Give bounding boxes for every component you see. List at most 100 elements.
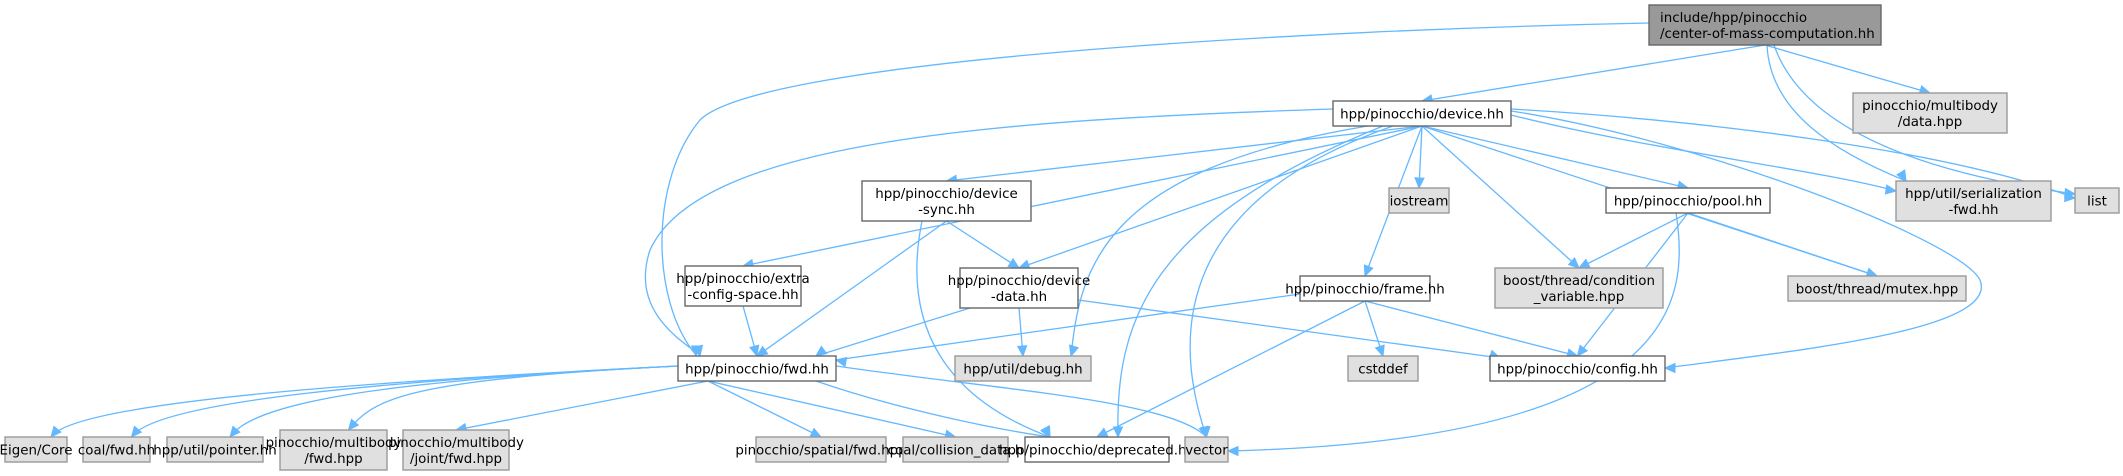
edge-fwd-to-deprecated — [815, 380, 1051, 439]
edge-device-to-pool — [1421, 125, 1690, 191]
edge-line — [742, 125, 1423, 267]
node-mutex: boost/thread/mutex.hpp — [1787, 275, 1967, 302]
node-box — [1489, 355, 1666, 382]
node-label: hpp/pinocchio/pool.hh — [1614, 195, 1762, 210]
edge-root-to-serialization_fwd — [1766, 44, 1907, 183]
node-box — [1024, 436, 1170, 463]
node-label: /fwd.hpp — [304, 452, 362, 467]
edge-fwd-to-spatial_fwd — [707, 380, 823, 438]
edge-line — [835, 365, 1207, 438]
arrowhead-icon — [50, 425, 62, 438]
edge-device-to-list — [1510, 108, 2077, 203]
node-label: hpp/pinocchio/extra — [676, 272, 809, 287]
node-debug: hpp/util/debug.hh — [954, 355, 1092, 382]
node-box — [1332, 100, 1512, 127]
node-serialization-fwd: hpp/util/serialization-fwd.hh — [1895, 180, 2052, 222]
node-fwd[interactable]: hpp/pinocchio/fwd.hh — [677, 355, 837, 382]
edge-pool-to-mutex — [1687, 212, 1879, 278]
arrowhead-icon — [1226, 445, 1239, 457]
node-label: pinocchio/spatial/fwd.hpp — [735, 444, 906, 459]
arrowhead-icon — [1414, 177, 1425, 190]
node-label: hpp/pinocchio/fwd.hh — [685, 363, 829, 378]
edge-extra_config-to-fwd — [742, 305, 760, 358]
edge-device-to-config — [1510, 110, 1983, 374]
edge-frame-to-cstddef — [1364, 300, 1385, 358]
edge-fwd-to-vector — [835, 365, 1209, 439]
node-box — [2074, 187, 2120, 214]
node-box — [1388, 187, 1450, 214]
node-deprecated[interactable]: hpp/pinocchio/deprecated.hh — [999, 436, 1195, 463]
node-label: coal/collision_data.h — [888, 444, 1024, 459]
node-coal-fwd: coal/fwd.hh — [78, 436, 155, 463]
node-box — [755, 436, 887, 463]
node-multibody-data: pinocchio/multibody/data.hpp — [1852, 92, 2008, 134]
node-label: /center-of-mass-computation.hh — [1660, 27, 1875, 42]
edges-layer — [50, 22, 2077, 457]
node-label: list — [2087, 195, 2107, 210]
node-label: vector — [1185, 444, 1228, 459]
arrowhead-icon — [1068, 344, 1080, 358]
node-root[interactable]: include/hpp/pinocchio/center-of-mass-com… — [1648, 4, 1882, 46]
node-label: boost/thread/condition — [1503, 274, 1655, 289]
edge-device-to-debug — [1068, 125, 1369, 358]
node-label: pinocchio/multibody — [1862, 99, 1998, 114]
node-box — [954, 355, 1092, 382]
arrowhead-icon — [1040, 425, 1051, 439]
node-label: hpp/pinocchio/config.hh — [1497, 363, 1658, 378]
node-extra-config[interactable]: hpp/pinocchio/extra-config-space.hh — [676, 265, 810, 307]
node-label: hpp/pinocchio/device.hh — [1340, 108, 1504, 123]
node-box — [1494, 267, 1664, 309]
edge-line — [1189, 125, 1394, 438]
arrowhead-icon — [229, 425, 241, 438]
node-device[interactable]: hpp/pinocchio/device.hh — [1332, 100, 1512, 127]
node-box — [1648, 4, 1882, 46]
node-box — [1299, 275, 1431, 302]
edge-line — [1070, 125, 1369, 357]
edge-device_data-to-fwd — [815, 307, 971, 357]
node-label: boost/thread/mutex.hpp — [1796, 283, 1958, 298]
node-box — [684, 265, 802, 307]
node-label: pinocchio/multibody — [388, 436, 524, 451]
node-config[interactable]: hpp/pinocchio/config.hh — [1489, 355, 1666, 382]
node-box — [1787, 275, 1967, 302]
node-label: hpp/util/serialization — [1905, 187, 2042, 202]
edge-line — [946, 125, 1423, 182]
node-label: /data.hpp — [1898, 115, 1962, 130]
node-device-data[interactable]: hpp/pinocchio/device-data.hh — [948, 267, 1091, 309]
node-device-sync[interactable]: hpp/pinocchio/device-sync.hh — [861, 180, 1032, 222]
node-multibody-fwd: pinocchio/multibody/fwd.hpp — [266, 429, 402, 471]
edge-line — [1687, 212, 1878, 277]
edge-root-to-multibody_data — [1764, 44, 1932, 96]
edge-line — [835, 293, 1301, 361]
node-label: cstddef — [1358, 363, 1408, 378]
edge-line — [707, 380, 822, 438]
edge-line — [1096, 300, 1366, 438]
edge-fwd-to-coal_fwd — [130, 365, 679, 438]
edge-line — [1578, 212, 1689, 269]
node-cstddef: cstddef — [1347, 355, 1419, 382]
edge-device-to-serialization_fwd — [1510, 114, 1898, 195]
node-label: hpp/pinocchio/frame.hh — [1285, 283, 1444, 298]
edge-line — [661, 22, 1650, 356]
node-vector: vector — [1184, 436, 1229, 463]
nodes-layer: include/hpp/pinocchio/center-of-mass-com… — [0, 4, 2120, 471]
node-box — [959, 267, 1079, 309]
edge-line — [1510, 110, 1983, 369]
edge-line — [1364, 300, 1578, 357]
arrowhead-icon — [1363, 264, 1374, 278]
node-box — [677, 355, 837, 382]
edge-fwd-to-multibody_fwd — [347, 365, 679, 431]
edge-line — [815, 380, 1051, 438]
node-eigen-core: Eigen/Core — [0, 436, 72, 463]
node-box — [1852, 92, 2008, 134]
node-label: -config-space.hh — [687, 288, 798, 303]
edge-device_sync-to-device_data — [946, 220, 1021, 269]
node-pool[interactable]: hpp/pinocchio/pool.hh — [1605, 187, 1771, 214]
node-spatial-fwd: pinocchio/spatial/fwd.hpp — [735, 436, 907, 463]
edge-line — [1421, 44, 1766, 102]
edge-pool-to-vector — [1226, 212, 1680, 457]
node-label: hpp/util/pointer.hh — [153, 444, 277, 459]
node-frame[interactable]: hpp/pinocchio/frame.hh — [1285, 275, 1445, 302]
node-label: hpp/util/debug.hh — [963, 363, 1082, 378]
